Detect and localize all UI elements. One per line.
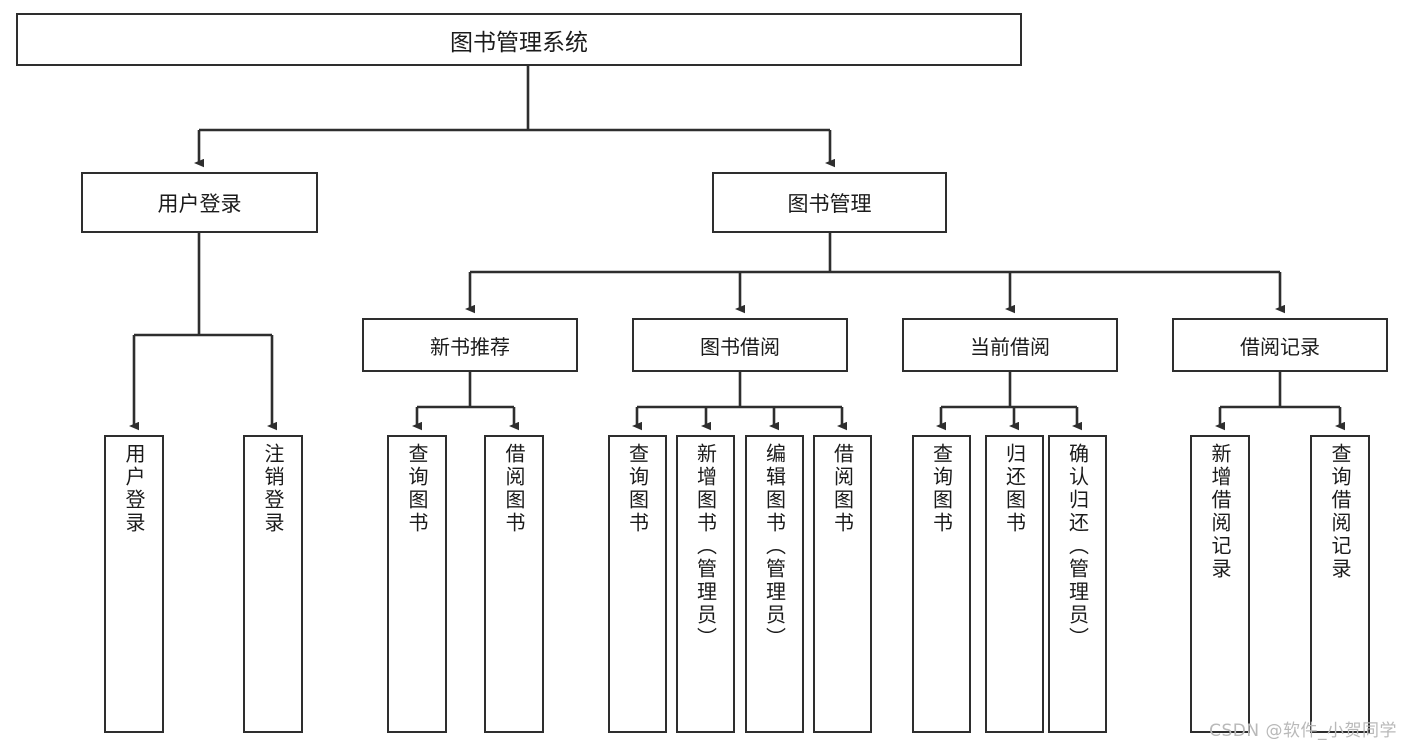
node-leaf-edit-book[interactable]: 编辑图书（管理员） bbox=[745, 435, 804, 733]
node-leaf-query-book-2-label: 查询图书 bbox=[625, 443, 650, 535]
node-leaf-query-book-1[interactable]: 查询图书 bbox=[387, 435, 447, 733]
watermark: CSDN @软件_小贺同学 bbox=[1209, 721, 1397, 741]
node-current-borrow[interactable]: 当前借阅 bbox=[902, 318, 1118, 372]
node-leaf-confirm-return[interactable]: 确认归还（管理员） bbox=[1048, 435, 1107, 733]
node-root-label: 图书管理系统 bbox=[450, 29, 588, 56]
node-book-manage-label: 图书管理 bbox=[787, 191, 872, 216]
node-leaf-return-book[interactable]: 归还图书 bbox=[985, 435, 1044, 733]
node-leaf-user-login-label: 用户登录 bbox=[122, 443, 146, 535]
node-leaf-query-book-1-label: 查询图书 bbox=[405, 443, 429, 535]
node-leaf-add-book[interactable]: 新增图书（管理员） bbox=[676, 435, 735, 733]
node-borrow-record-label: 借阅记录 bbox=[1240, 334, 1320, 359]
node-book-manage[interactable]: 图书管理 bbox=[712, 172, 947, 233]
node-leaf-query-book-3-label: 查询图书 bbox=[929, 443, 954, 535]
node-leaf-user-logout-label: 注销登录 bbox=[261, 443, 285, 535]
node-leaf-user-logout[interactable]: 注销登录 bbox=[243, 435, 303, 733]
node-leaf-confirm-return-label: 确认归还（管理员） bbox=[1065, 443, 1090, 650]
node-leaf-query-record-label: 查询借阅记录 bbox=[1328, 443, 1352, 581]
node-book-borrow[interactable]: 图书借阅 bbox=[632, 318, 848, 372]
node-leaf-query-book-3[interactable]: 查询图书 bbox=[912, 435, 971, 733]
node-leaf-user-login[interactable]: 用户登录 bbox=[104, 435, 164, 733]
node-user-login[interactable]: 用户登录 bbox=[81, 172, 318, 233]
node-leaf-edit-book-label: 编辑图书（管理员） bbox=[762, 443, 787, 650]
node-user-login-label: 用户登录 bbox=[157, 191, 242, 216]
node-leaf-borrow-book-2[interactable]: 借阅图书 bbox=[813, 435, 872, 733]
node-leaf-borrow-book-1[interactable]: 借阅图书 bbox=[484, 435, 544, 733]
node-current-borrow-label: 当前借阅 bbox=[970, 334, 1050, 359]
node-leaf-return-book-label: 归还图书 bbox=[1002, 443, 1027, 535]
node-borrow-record[interactable]: 借阅记录 bbox=[1172, 318, 1388, 372]
node-leaf-query-record[interactable]: 查询借阅记录 bbox=[1310, 435, 1370, 733]
node-leaf-add-record-label: 新增借阅记录 bbox=[1208, 443, 1232, 581]
node-leaf-add-record[interactable]: 新增借阅记录 bbox=[1190, 435, 1250, 733]
node-new-book-recommend-label: 新书推荐 bbox=[430, 334, 510, 359]
node-book-borrow-label: 图书借阅 bbox=[700, 334, 780, 359]
node-root[interactable]: 图书管理系统 bbox=[16, 13, 1022, 66]
node-leaf-borrow-book-2-label: 借阅图书 bbox=[830, 443, 855, 535]
node-new-book-recommend[interactable]: 新书推荐 bbox=[362, 318, 578, 372]
node-leaf-borrow-book-1-label: 借阅图书 bbox=[502, 443, 526, 535]
node-leaf-query-book-2[interactable]: 查询图书 bbox=[608, 435, 667, 733]
node-leaf-add-book-label: 新增图书（管理员） bbox=[693, 443, 718, 650]
